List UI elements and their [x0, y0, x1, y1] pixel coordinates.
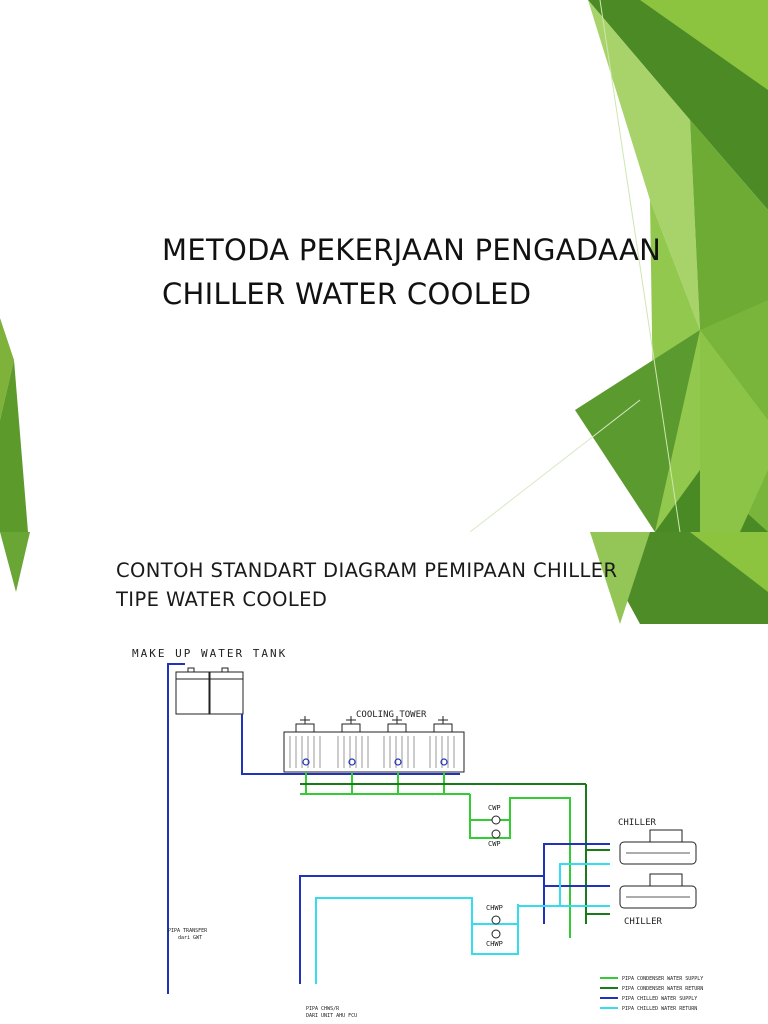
transfer-pipe-sublabel: dari GWT — [178, 935, 202, 941]
condenser-water-supply-pipe — [300, 772, 610, 938]
title-line-2: CHILLER WATER COOLED — [162, 277, 532, 311]
cooling-tower-label: COOLING TOWER — [356, 710, 427, 720]
legend: PIPA CONDENSER WATER SUPPLY PIPA CONDENS… — [600, 976, 703, 1012]
svg-text:CHWP: CHWP — [486, 940, 503, 948]
svg-text:CHILLER: CHILLER — [618, 818, 657, 828]
chilled-water-pump: CHWP CHWP — [486, 904, 503, 948]
slide-diagram: CONTOH STANDART DIAGRAM PEMIPAAN CHILLER… — [0, 532, 768, 1024]
slide-2-title: CONTOH STANDART DIAGRAM PEMIPAAN CHILLER… — [116, 556, 676, 614]
make-up-water-tank — [175, 667, 244, 715]
chiller-unit: CHILLER — [619, 873, 697, 927]
legend-item: PIPA CONDENSER WATER RETURN — [622, 986, 703, 992]
slide-title: METODA PEKERJAAN PENGADAAN CHILLER WATER… — [0, 0, 768, 532]
legend-item: PIPA CHILLED WATER RETURN — [622, 1006, 697, 1012]
svg-text:CWP: CWP — [488, 804, 501, 812]
green-facets-decoration — [0, 0, 768, 532]
condenser-water-pump: CWP CWP — [488, 804, 501, 848]
slide-2-title-line-2: TIPE WATER COOLED — [116, 588, 328, 611]
svg-text:CHILLER: CHILLER — [624, 917, 663, 927]
chiller-unit: CHILLER — [618, 818, 697, 865]
condenser-water-return-pipe — [300, 783, 610, 924]
bottom-pipe-label: PIPA CHWS/R — [306, 1006, 340, 1012]
piping-diagram: MAKE UP WATER TANK COOLING TOWER — [110, 624, 734, 1024]
svg-text:CHWP: CHWP — [486, 904, 503, 912]
svg-text:CWP: CWP — [488, 840, 501, 848]
bottom-pipe-sublabel: DARI UNIT AHU FCU — [306, 1013, 357, 1019]
legend-item: PIPA CONDENSER WATER SUPPLY — [622, 976, 703, 982]
chilled-water-supply-pipe — [299, 843, 610, 984]
slide-2-title-line-1: CONTOH STANDART DIAGRAM PEMIPAAN CHILLER — [116, 559, 618, 582]
make-up-tank-label: MAKE UP WATER TANK — [132, 647, 287, 660]
chilled-water-return-pipe — [315, 863, 610, 984]
legend-item: PIPA CHILLED WATER SUPPLY — [622, 996, 697, 1002]
green-facets-decoration-2 — [0, 532, 768, 624]
make-up-water-pipe — [167, 663, 460, 994]
title-line-1: METODA PEKERJAAN PENGADAAN — [162, 233, 662, 267]
transfer-pipe-label: PIPA TRANSFER — [168, 928, 208, 934]
cooling-tower — [283, 716, 465, 773]
slide-title-text: METODA PEKERJAAN PENGADAAN CHILLER WATER… — [162, 228, 722, 316]
